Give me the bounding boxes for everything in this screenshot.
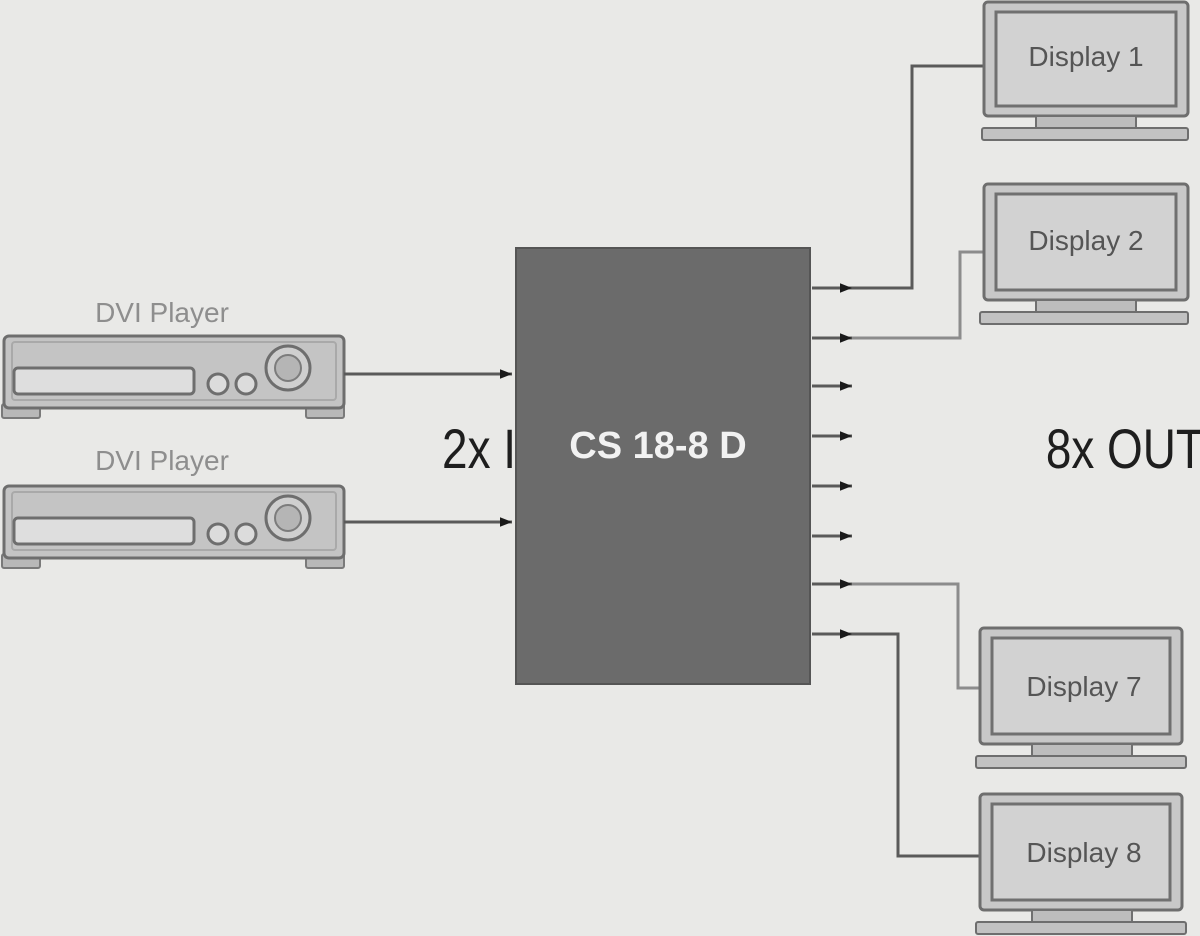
dvi-player-1: DVI Player [1, 297, 346, 419]
dvi-player-1-icon [1, 334, 346, 419]
display-7: Display 7 [975, 626, 1187, 769]
dvi-player-2-label: DVI Player [95, 445, 229, 476]
outputs-count-label: 8x OUT [1046, 418, 1200, 480]
output-cable-display-8 [852, 632, 982, 858]
switch-box [515, 247, 811, 685]
display-7-label: Display 7 [1026, 671, 1141, 702]
switch-unit: CS 18-8 D [515, 247, 811, 685]
display-1: Display 1 [981, 0, 1190, 141]
display-2-label: Display 2 [1028, 225, 1143, 256]
display-7-icon [975, 626, 1187, 769]
dvi-player-2-icon [1, 484, 346, 569]
switch-label: CS 18-8 D [569, 425, 746, 467]
dvi-player-1-label: DVI Player [95, 297, 229, 328]
display-1-icon [981, 0, 1190, 141]
display-2: Display 2 [979, 182, 1190, 325]
dvi-player-2: DVI Player [1, 445, 346, 569]
display-8-label: Display 8 [1026, 837, 1141, 868]
display-2-icon [979, 182, 1190, 325]
display-1-label: Display 1 [1028, 41, 1143, 72]
display-8: Display 8 [975, 792, 1187, 935]
display-8-icon [975, 792, 1187, 935]
output-cable-display-2 [852, 250, 984, 340]
output-ports [812, 283, 852, 639]
output-cable-display-1 [852, 64, 984, 290]
output-cable-display-7 [852, 582, 982, 690]
